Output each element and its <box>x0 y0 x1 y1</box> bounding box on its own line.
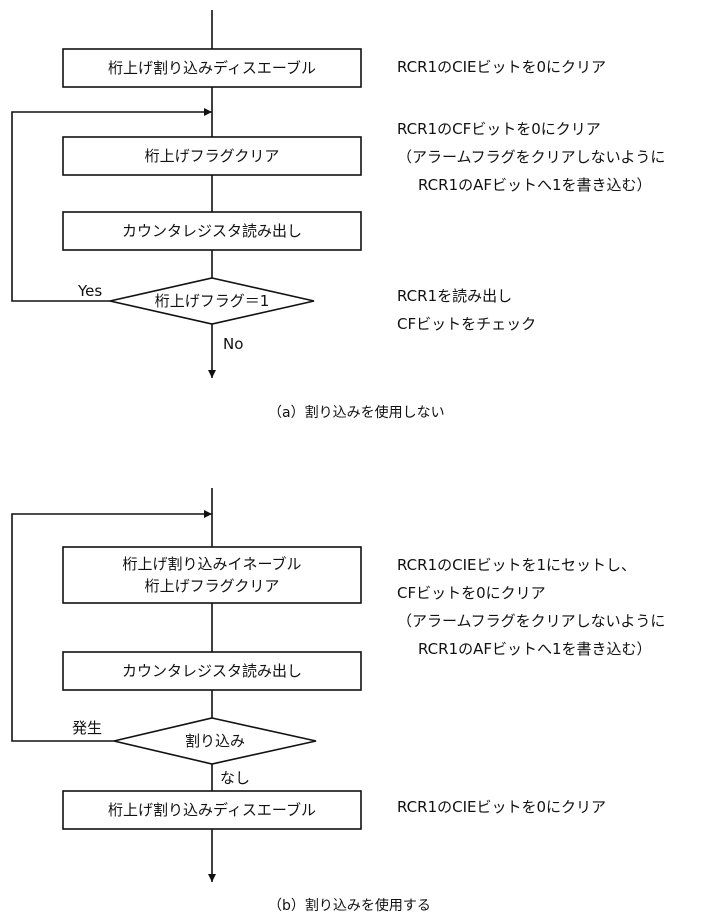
flow-b-box2-shape <box>62 651 362 691</box>
flow-a-yes-label: Yes <box>78 282 103 300</box>
flow-b-note1-line3: （アラームフラグをクリアしないように <box>397 612 666 630</box>
flow-b-graphics <box>11 488 362 882</box>
flow-b-box3-label: 桁上げ割り込みディスエーブル <box>107 801 317 819</box>
flow-a-decision-label: 桁上げフラグ＝1 <box>154 292 270 310</box>
flow-a-note1: RCR1のCIEビットを0にクリア <box>397 58 607 76</box>
flow-a-no-label: No <box>223 335 244 353</box>
flow-b-box3-shape <box>62 790 362 830</box>
flow-a-note2-line2: （アラームフラグをクリアしないように <box>397 148 666 166</box>
flow-a-box2-label: 桁上げフラグクリア <box>144 147 280 165</box>
flow-b-box2-label: カウンタレジスタ読み出し <box>121 662 302 680</box>
flow-b-box1-label-line2: 桁上げフラグクリア <box>144 577 280 595</box>
flow-b-note1-line1: RCR1のCIEビットを1にセットし、 <box>397 556 637 574</box>
flow-a-caption: （a）割り込みを使用しない <box>268 405 445 421</box>
flow-b-note2: RCR1のCIEビットを0にクリア <box>397 798 607 816</box>
flow-b-caption: （b）割り込みを使用する <box>268 898 431 914</box>
flow-a-note3-line2: CFビットをチェック <box>397 315 537 333</box>
flow-a-yes-loop <box>11 108 212 302</box>
flow-a-box3-label: カウンタレジスタ読み出し <box>121 222 302 240</box>
flow-a-note3-line1: RCR1を読み出し <box>397 287 513 305</box>
flow-a-note2-line3: RCR1のAFビットへ1を書き込む） <box>418 176 652 194</box>
flow-b-yes-label: 発生 <box>72 719 103 737</box>
flow-a-graphics <box>11 10 362 378</box>
flow-b-note1-line4: RCR1のAFビットへ1を書き込む） <box>418 640 652 658</box>
flow-a-box3-shape <box>62 211 362 251</box>
flow-b-decision-label: 割り込み <box>184 732 245 750</box>
flow-b-no-label: なし <box>220 769 251 787</box>
flow-a-note2-line1: RCR1のCFビットを0にクリア <box>397 120 601 138</box>
flow-a-box1-label: 桁上げ割り込みディスエーブル <box>107 59 317 77</box>
flow-b-box1-label-line1: 桁上げ割り込みイネーブル <box>122 555 302 573</box>
flow-b-box1-shape <box>62 546 362 604</box>
flow-a-box2-shape <box>62 136 362 176</box>
flow-b-yes-loop <box>11 510 212 742</box>
flow-b-note1-line2: CFビットを0にクリア <box>397 584 546 602</box>
